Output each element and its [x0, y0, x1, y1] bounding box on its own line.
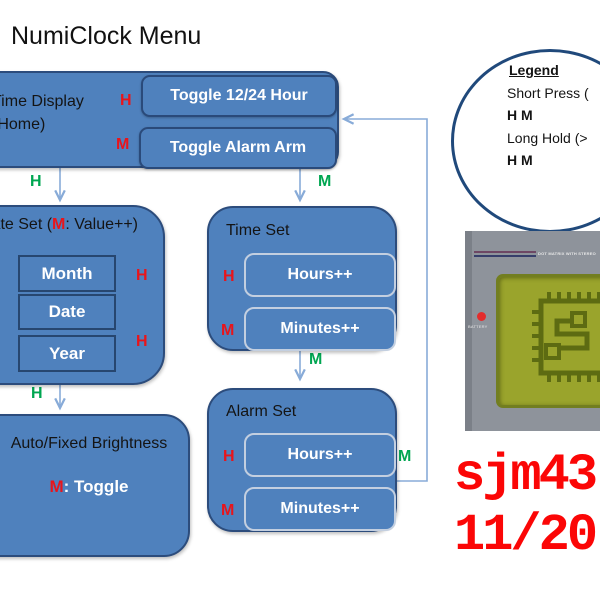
legend-short-press-keys: H M — [507, 107, 533, 123]
alarm-hours-button: Hours++ — [244, 433, 396, 477]
date-box: Date — [18, 294, 116, 330]
device-header-text: DOT MATRIX WITH STEREO — [538, 251, 596, 256]
time-minutes-button: Minutes++ — [244, 307, 396, 351]
node-brightness: Auto/Fixed Brightness M: Toggle — [0, 414, 190, 557]
device-edge-strip — [465, 231, 472, 431]
edge-home-to-date-label: H — [30, 173, 42, 190]
brightness-key: M — [49, 477, 64, 496]
legend-ellipse: Legend Short Press ( H M Long Hold (> H … — [451, 49, 600, 233]
date-set-title-key: M — [52, 216, 66, 233]
device-stripe-purple — [474, 251, 536, 253]
toggle-alarm-arm-button: Toggle Alarm Arm — [139, 127, 337, 169]
date-cycle-key-1: H — [136, 267, 148, 284]
device-stripe-navy — [474, 255, 536, 257]
device-screen — [496, 274, 600, 408]
chip-logo-icon — [532, 292, 600, 382]
date-set-title-suffix: : Value++) — [65, 216, 138, 233]
edge-alarm-to-home-label: M — [398, 448, 412, 465]
time-set-m-key: M — [221, 322, 235, 339]
legend-long-hold: Long Hold (> — [507, 130, 588, 146]
home-m-key: M — [116, 136, 130, 153]
time-set-h-key: H — [223, 268, 235, 285]
node-time-set: Time Set H Hours++ M Minutes++ — [207, 206, 397, 351]
node-alarm-set: Alarm Set H Hours++ M Minutes++ — [207, 388, 397, 532]
device-photo: DOT MATRIX WITH STEREO BATTERY — [465, 231, 600, 431]
watermark-line2: 11/20 — [454, 506, 598, 565]
alarm-minutes-button: Minutes++ — [244, 487, 396, 531]
legend-short-press: Short Press ( — [507, 85, 589, 101]
page-title: NumiClock Menu — [11, 22, 202, 50]
month-box: Month — [18, 255, 116, 292]
edge-home-to-time-label: M — [318, 173, 332, 190]
brightness-action-text: : Toggle — [63, 477, 129, 496]
alarm-set-m-key: M — [221, 502, 235, 519]
home-h-key: H — [120, 92, 132, 109]
alarm-set-title: Alarm Set — [226, 403, 297, 420]
home-node-label: Time Display (Home) — [0, 93, 84, 133]
alarm-set-h-key: H — [223, 448, 235, 465]
battery-led — [477, 312, 486, 321]
date-set-title: Date Set (M: Value++) — [0, 216, 138, 234]
date-cycle-key-2: H — [136, 333, 148, 350]
watermark-line1: sjm43 — [454, 446, 598, 505]
time-set-title: Time Set — [226, 222, 290, 239]
edge-time-to-alarm-label: M — [309, 351, 323, 368]
time-hours-button: Hours++ — [244, 253, 396, 297]
node-time-display-home: Time Display (Home) H Toggle 12/24 Hour … — [0, 71, 339, 169]
legend-title: Legend — [509, 62, 559, 78]
legend-long-hold-keys: H M — [507, 152, 533, 168]
toggle-1224-hour-button: Toggle 12/24 Hour — [141, 75, 337, 117]
year-box: Year — [18, 335, 116, 372]
date-set-title-prefix: Date Set ( — [0, 216, 53, 233]
brightness-title: Auto/Fixed Brightness — [10, 435, 168, 452]
edge-date-to-brightness-label: H — [31, 385, 43, 402]
battery-label: BATTERY — [468, 324, 488, 329]
brightness-action: M: Toggle — [0, 477, 182, 497]
node-date-set: Date Set (M: Value++) Month Date Year H … — [0, 205, 165, 385]
